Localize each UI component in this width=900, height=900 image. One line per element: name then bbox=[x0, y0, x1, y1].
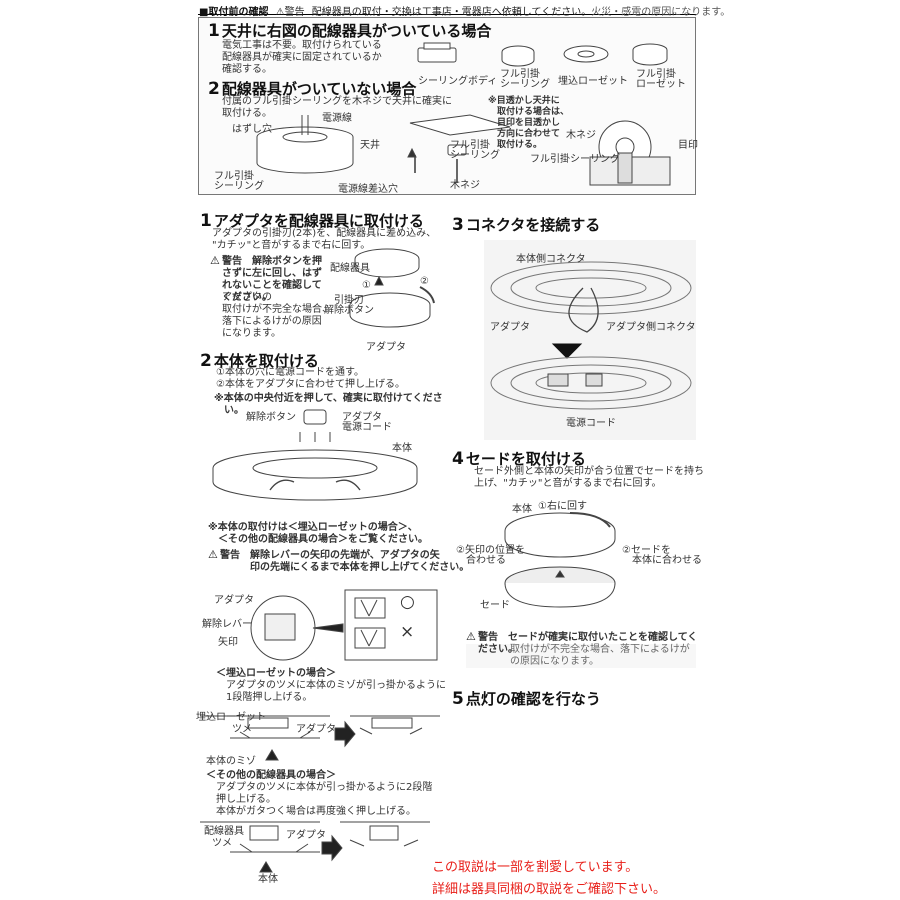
pre-s2-hole: はずし穴 bbox=[232, 124, 272, 135]
step2-adapter: アダプタ bbox=[342, 412, 382, 423]
step4-warn-icon: ⚠ bbox=[466, 630, 476, 643]
step3-body-conn: 本体側コネクタ bbox=[516, 254, 586, 265]
case1-adapter: アダプタ bbox=[296, 724, 336, 735]
pre-s2-note: ※目透かし天井に 取付ける場合は、 目印を目透かし 方向に合わせて 取付ける。 bbox=[488, 96, 570, 150]
step1-c1: ① bbox=[362, 280, 371, 291]
pre-s2-ceiling: 天井 bbox=[360, 140, 380, 151]
case1-groove: 本体のミゾ bbox=[206, 756, 256, 767]
header-warning-tail: 火災・感電の原因になります。 bbox=[591, 7, 731, 18]
step2-lever-lever: 解除レバー bbox=[202, 619, 252, 630]
case2-body: 本体 bbox=[258, 874, 278, 885]
step1-fixture: 配線器具 bbox=[330, 263, 370, 274]
header-warning-label: 警告 bbox=[284, 7, 305, 18]
step4-shade: セード bbox=[480, 600, 510, 611]
step4-align: ②矢印の位置を 合わせる bbox=[456, 545, 525, 566]
footer-line2: 詳細は器具同梱の取説をご確認下さい。 bbox=[432, 882, 667, 897]
step3-illustration-bg bbox=[484, 240, 696, 440]
footer-line1: この取説は一部を割愛しています。 bbox=[432, 860, 639, 875]
step2-lever-adapter: アダプタ bbox=[214, 595, 254, 606]
pre-s2-mark: 目印 bbox=[678, 140, 698, 151]
step1-warn-bold: 警告 解除ボタンを押 さずに左に回し、はず れないことを確認して ください。 bbox=[222, 256, 322, 303]
fixture-label-2: 埋込ローゼット bbox=[558, 76, 628, 87]
pre-s2-wire-hole: 電源線差込穴 bbox=[338, 184, 398, 195]
step3-cord: 電源コード bbox=[566, 418, 616, 429]
header: ■取付前の確認 ⚠警告 配線器具の取付・交換は工事店・電器店へ依頼してください。… bbox=[199, 3, 730, 18]
pre-s2-power-wire: 電源線 bbox=[322, 113, 352, 124]
header-title: ■取付前の確認 bbox=[199, 7, 269, 18]
shade-illustration bbox=[504, 512, 616, 608]
pre-s2-full-ceiling3: フル引掛シーリング bbox=[530, 154, 620, 165]
case1-rosette: 埋込ローゼット bbox=[196, 712, 266, 723]
step2-warn-icon: ⚠ bbox=[208, 548, 218, 561]
step1-release: 解除ボタン bbox=[324, 305, 374, 316]
case2-illustration bbox=[200, 821, 430, 873]
step1-warn-icon: ⚠ bbox=[210, 254, 220, 267]
pre-s2-full-ceiling2: フル引掛 シーリング bbox=[450, 140, 500, 161]
adapter-illustration bbox=[349, 248, 435, 328]
case2-adapter: アダプタ bbox=[286, 830, 326, 841]
step4-body-label: 本体 bbox=[512, 504, 532, 515]
step3-adapter: アダプタ bbox=[490, 322, 530, 333]
step4-align2: ②セードを 本体に合わせる bbox=[622, 545, 702, 566]
case2-claw: ツメ bbox=[212, 838, 232, 849]
step2-case1-title: ＜埋込ローゼットの場合＞ bbox=[216, 668, 336, 679]
step2-body: ①本体の穴に電源コードを通す。 ②本体をアダプタに合わせて押し上げる。 bbox=[216, 367, 405, 390]
step1-blade: 引掛刃 bbox=[334, 295, 364, 306]
header-warning-text: 配線器具の取付・交換は工事店・電器店へ依頼してください。 bbox=[311, 7, 592, 18]
warning-icon: ⚠ bbox=[275, 7, 285, 18]
connector-illustration bbox=[490, 261, 692, 410]
step2-cord: 電源コード bbox=[342, 422, 392, 433]
pre-s2-body: 付属のフル引掛シーリングを木ネジで天井に確実に 取付ける。 bbox=[222, 96, 452, 119]
step2-note2: ※本体の取付けは＜埋込ローゼットの場合＞、 ＜その他の配線器具の場合＞をご覧くだ… bbox=[208, 522, 428, 545]
step1-body: アダプタの引掛刃(2本)を、配線器具に差め込み、 "カチッ"と音がするまで右に回… bbox=[212, 228, 437, 251]
step1-warn-rest: アダプタの 取付けが不完全な場合、 落下によるけがの原因 になります。 bbox=[222, 292, 332, 339]
step2-release: 解除ボタン bbox=[246, 412, 296, 423]
lever-detail-illustration bbox=[250, 589, 438, 661]
ceiling-install-illustration bbox=[256, 114, 671, 186]
pre-s2-wood-screw: 木ネジ bbox=[450, 180, 480, 191]
step2-case2-title: ＜その他の配線器具の場合＞ bbox=[206, 770, 336, 781]
pre-s2-full-ceiling: フル引掛 シーリング bbox=[214, 171, 264, 192]
step2-lever-arrow: 矢印 bbox=[218, 637, 238, 648]
step4-turn: ①右に回す bbox=[538, 501, 587, 512]
step4-warn-bg bbox=[466, 644, 696, 668]
step2-body-label: 本体 bbox=[392, 443, 412, 454]
step4-warn-rest: 取付けが不完全な場合、落下によるけが の原因になります。 bbox=[510, 644, 690, 667]
fixtures-illustration bbox=[417, 42, 668, 67]
step1-c2: ② bbox=[420, 276, 429, 287]
step2-ng: × bbox=[400, 622, 415, 642]
body-mount-illustration bbox=[212, 409, 418, 501]
step1-adapter: アダプタ bbox=[366, 342, 406, 353]
case1-illustration bbox=[200, 715, 440, 761]
fixture-label-0: シーリングボディ bbox=[418, 76, 498, 87]
step4-body: セード外側と本体の矢印が合う位置でセードを持ち 上げ、"カチッ"と音がするまで右… bbox=[474, 466, 704, 489]
step2-case1-body: アダプタのツメに本体のミゾが引っ掛かるように 1段階押し上げる。 bbox=[226, 680, 446, 703]
step2-note: ※本体の中央付近を押して、確実に取付けてくださ い。 bbox=[214, 393, 443, 416]
pre-s1-body: 電気工事は不要。取付けられている 配線器具が確実に固定されているか 確認する。 bbox=[222, 40, 382, 75]
step2-ok: ○ bbox=[400, 592, 415, 612]
pre-s2-wood-screw2: 木ネジ bbox=[566, 130, 596, 141]
header-bar bbox=[198, 2, 696, 15]
step2-warn: 警告 解除レバーの矢印の先端が、アダプタの矢 印の先端にくるまで本体を押し上げて… bbox=[220, 550, 470, 573]
step3-adapter-conn: アダプタ側コネクタ bbox=[606, 322, 696, 333]
step4-warn-bold: 警告 セードが確実に取付いたことを確認してく ださい。 bbox=[478, 632, 698, 655]
case1-claw: ツメ bbox=[232, 724, 252, 735]
case2-fixture: 配線器具 bbox=[204, 826, 244, 837]
step2-case2-body: アダプタのツメに本体が引っ掛かるように2段階 押し上げる。 本体がガタつく場合は… bbox=[216, 782, 433, 817]
fixture-label-3: フル引掛 ローゼット bbox=[636, 69, 686, 90]
fixture-label-1: フル引掛 シーリング bbox=[500, 69, 550, 90]
